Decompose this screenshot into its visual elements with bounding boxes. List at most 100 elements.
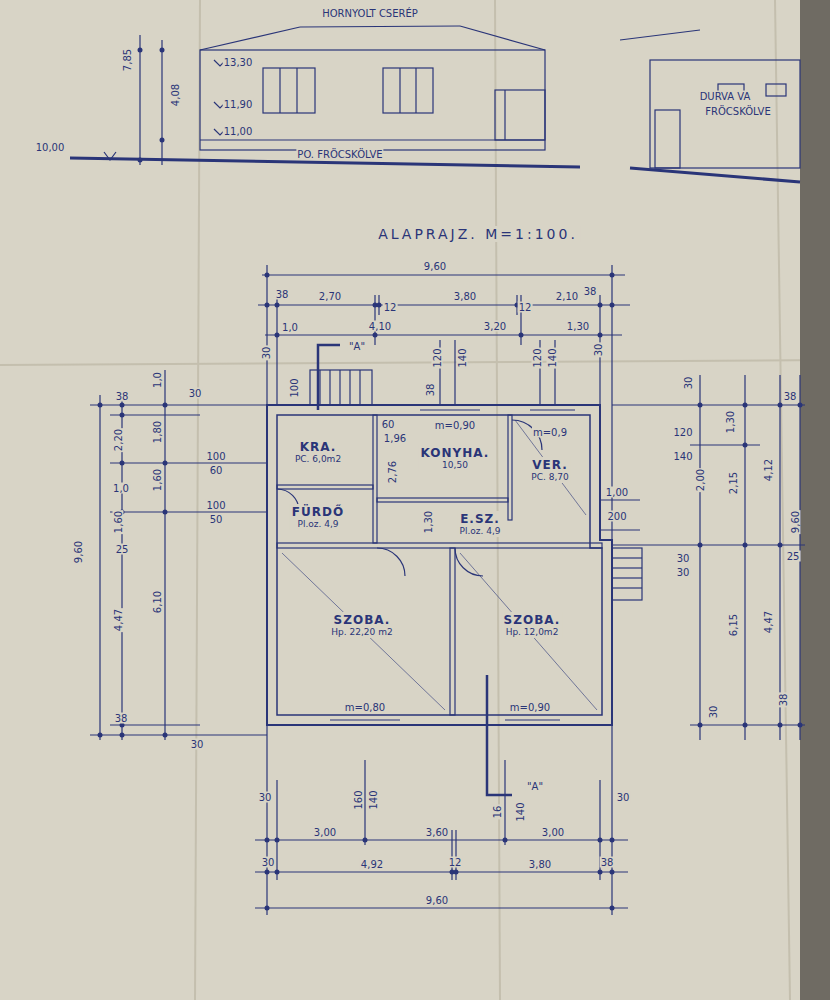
dimension-label: 11,00	[223, 126, 254, 137]
dimension-label: 2,20	[113, 428, 124, 452]
dimension-label: 11,90	[223, 99, 254, 110]
room-label: KONYHA.10,50	[419, 445, 492, 471]
room-label: VER.PC. 8,70	[529, 457, 570, 483]
dimension-label: 30	[676, 567, 691, 578]
dimension-label: 16	[492, 805, 503, 820]
dimension-label: 30	[708, 705, 719, 720]
dimension-label: 12	[518, 302, 533, 313]
dimension-label: 140	[547, 347, 558, 368]
dimension-label: 38	[425, 383, 436, 398]
dimension-label: 100	[205, 500, 226, 511]
dimension-label: 1,0	[112, 483, 130, 494]
dimension-label: 30	[676, 553, 691, 564]
dimension-label: 3,60	[425, 827, 449, 838]
dimension-label: 2,10	[555, 291, 579, 302]
dimension-label: 1,30	[566, 321, 590, 332]
room-label: SZOBA.Hp. 12,0m2	[502, 612, 563, 638]
dimension-label: 140	[515, 801, 526, 822]
dimension-label: m=0,9	[532, 427, 568, 438]
room-area: Hp. 22,20 m2	[331, 627, 392, 637]
room-area: Pl.oz. 4,9	[459, 526, 500, 536]
dimension-label: m=0,90	[434, 420, 476, 431]
dimension-label: 2,76	[387, 460, 398, 484]
dimension-label: 4,10	[368, 321, 392, 332]
dimension-label: 25	[786, 551, 801, 562]
dimension-label: 1,80	[152, 420, 163, 444]
dimension-label: 1,96	[383, 433, 407, 444]
dimension-label: 9,60	[423, 261, 447, 272]
dimension-label: 60	[209, 465, 224, 476]
dimension-label: 1,0	[152, 371, 163, 389]
dimension-label: 2,70	[318, 291, 342, 302]
room-name: VER.	[531, 458, 568, 472]
dimension-label: 30	[261, 857, 276, 868]
room-name: E.SZ.	[459, 512, 500, 526]
dimension-label: 140	[368, 789, 379, 810]
dimension-label: 2,00	[695, 468, 706, 492]
dimension-label: 4,12	[763, 458, 774, 482]
dimension-label: 7,85	[122, 48, 133, 72]
dimension-label: 1,30	[423, 510, 434, 534]
room-area: PC. 8,70	[531, 472, 568, 482]
dimension-label: 38	[114, 713, 129, 724]
dimension-label: 1,30	[725, 410, 736, 434]
dimension-label: HORNYOLT CSERÉP	[321, 8, 419, 19]
dimension-label: 30	[190, 739, 205, 750]
dimension-label: 38	[275, 289, 290, 300]
dimension-label: 1,0	[281, 322, 299, 333]
dimension-label: 38	[583, 286, 598, 297]
dimension-label: 120	[432, 347, 443, 368]
dimension-label: 3,80	[453, 291, 477, 302]
room-name: KRA.	[295, 440, 341, 454]
dimension-label: 38	[115, 391, 130, 402]
dimension-label: 12	[448, 857, 463, 868]
dimension-label: 12	[383, 302, 398, 313]
dimension-label: 38	[600, 857, 615, 868]
dimension-label: 10,00	[35, 142, 66, 153]
dimension-label: 30	[593, 343, 604, 358]
dimension-label: 30	[261, 346, 272, 361]
dimension-label: "A"	[348, 341, 366, 352]
dimension-label: 4,47	[113, 608, 124, 632]
dimension-label: 200	[606, 511, 627, 522]
dimension-label: 120	[532, 347, 543, 368]
dimension-label: 140	[672, 451, 693, 462]
dimension-label: 3,20	[483, 321, 507, 332]
dimension-label: 3,00	[541, 827, 565, 838]
dimension-label: DURVA VA	[699, 91, 752, 102]
dimension-label: m=0,80	[344, 702, 386, 713]
dimension-label: 4,92	[360, 859, 384, 870]
room-name: FÜRDŐ	[292, 505, 344, 519]
dimension-label: 9,60	[790, 510, 801, 534]
dimension-label: 1,00	[605, 487, 629, 498]
room-label: SZOBA.Hp. 22,20 m2	[329, 612, 394, 638]
dimension-label: 38	[778, 693, 789, 708]
dimension-label: 1,60	[152, 468, 163, 492]
dimension-label: PO. FRÖCSKÖLVE	[296, 149, 383, 160]
dimension-label: 60	[381, 419, 396, 430]
dimension-label: 3,80	[528, 859, 552, 870]
dimension-label: 120	[672, 427, 693, 438]
dimension-label: 25	[115, 544, 130, 555]
dimension-label: 140	[457, 347, 468, 368]
dimension-label: 1,60	[113, 510, 124, 534]
room-name: KONYHA.	[421, 446, 490, 460]
dimension-label: 50	[209, 514, 224, 525]
dimension-label: 9,60	[73, 540, 84, 564]
room-label: KRA.PC. 6,0m2	[293, 439, 343, 465]
plan-title: ALAPRAJZ. M=1:100.	[376, 226, 580, 242]
room-area: PC. 6,0m2	[295, 454, 341, 464]
dimension-label: 160	[353, 789, 364, 810]
dimension-label: 13,30	[223, 57, 254, 68]
dimension-label: 4,47	[763, 610, 774, 634]
dimension-label: 38	[783, 391, 798, 402]
room-name: SZOBA.	[504, 613, 561, 627]
room-label: E.SZ.Pl.oz. 4,9	[457, 511, 502, 537]
room-name: SZOBA.	[331, 613, 392, 627]
dimension-label: 30	[258, 792, 273, 803]
dimension-label: 9,60	[425, 895, 449, 906]
dimension-label: 6,10	[152, 590, 163, 614]
dimension-label: 4,08	[170, 83, 181, 107]
room-label: FÜRDŐPl.oz. 4,9	[290, 504, 346, 530]
